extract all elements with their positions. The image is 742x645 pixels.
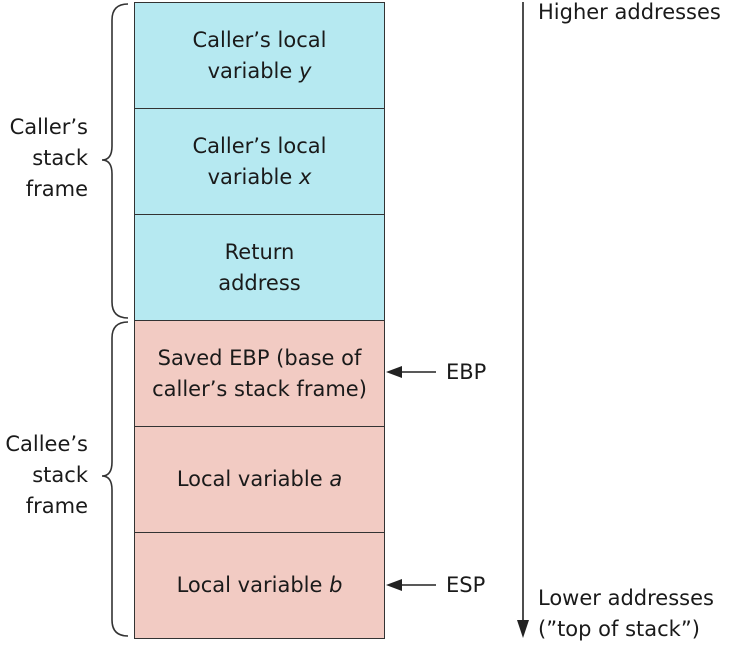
address-direction-arrow-head [517, 620, 529, 638]
variable-name: y [298, 58, 312, 83]
lower-addresses-label: Lower addresses (”top of stack”) [538, 583, 714, 645]
stack-cell-return-address: Return address [134, 214, 385, 321]
variable-name: b [329, 573, 343, 597]
esp-arrow-head [386, 579, 402, 591]
cell-text: Local variable [176, 467, 330, 491]
ebp-arrow-head [386, 366, 402, 378]
variable-name: a [329, 467, 343, 491]
cell-text: Return [224, 239, 295, 264]
frame-label-line: stack [32, 463, 88, 487]
cell-text: variable [207, 58, 299, 83]
stack-cell-saved-ebp: Saved EBP (base of caller’s stack frame) [134, 320, 385, 427]
stack-diagram: Caller’s local variable y Caller’s local… [134, 2, 385, 639]
cell-text: Local variable [176, 573, 330, 597]
stack-cell-local-a: Local variable a [134, 426, 385, 533]
stack-cell-local-b: Local variable b [134, 532, 385, 639]
frame-label-line: frame [25, 494, 88, 518]
cell-text: variable [207, 164, 299, 189]
cell-text: Saved EBP (base of [157, 345, 362, 370]
ebp-pointer-label: EBP [446, 360, 487, 384]
stack-cell-caller-local-x: Caller’s local variable x [134, 108, 385, 215]
variable-name: x [298, 164, 312, 189]
callee-frame-label: Callee’s stack frame [2, 429, 88, 522]
lower-addresses-line: Lower addresses [538, 586, 714, 610]
top-of-stack-line: (”top of stack”) [538, 617, 700, 641]
cell-text: caller’s stack frame) [152, 376, 367, 401]
callee-frame-brace [101, 321, 129, 637]
cell-text: Caller’s local [192, 133, 327, 158]
frame-label-line: stack [32, 146, 88, 170]
stack-cell-caller-local-y: Caller’s local variable y [134, 2, 385, 109]
cell-text: address [218, 270, 301, 295]
frame-label-line: Callee’s [5, 432, 88, 456]
frame-label-line: frame [25, 177, 88, 201]
caller-frame-label: Caller’s stack frame [2, 112, 88, 205]
esp-pointer-label: ESP [446, 573, 486, 597]
higher-addresses-label: Higher addresses [538, 0, 721, 24]
frame-label-line: Caller’s [9, 115, 88, 139]
cell-text: Caller’s local [192, 27, 327, 52]
caller-frame-brace [101, 3, 129, 319]
